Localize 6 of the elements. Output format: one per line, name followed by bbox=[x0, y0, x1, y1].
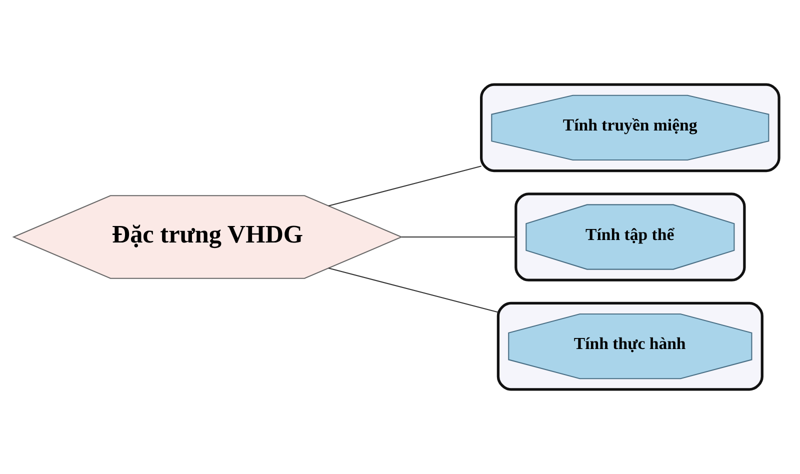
cluster bbox=[496, 302, 763, 391]
cluster bbox=[480, 83, 780, 172]
connector bbox=[328, 268, 498, 313]
connector bbox=[328, 166, 481, 206]
cluster bbox=[514, 192, 746, 282]
connector bbox=[401, 236, 516, 238]
